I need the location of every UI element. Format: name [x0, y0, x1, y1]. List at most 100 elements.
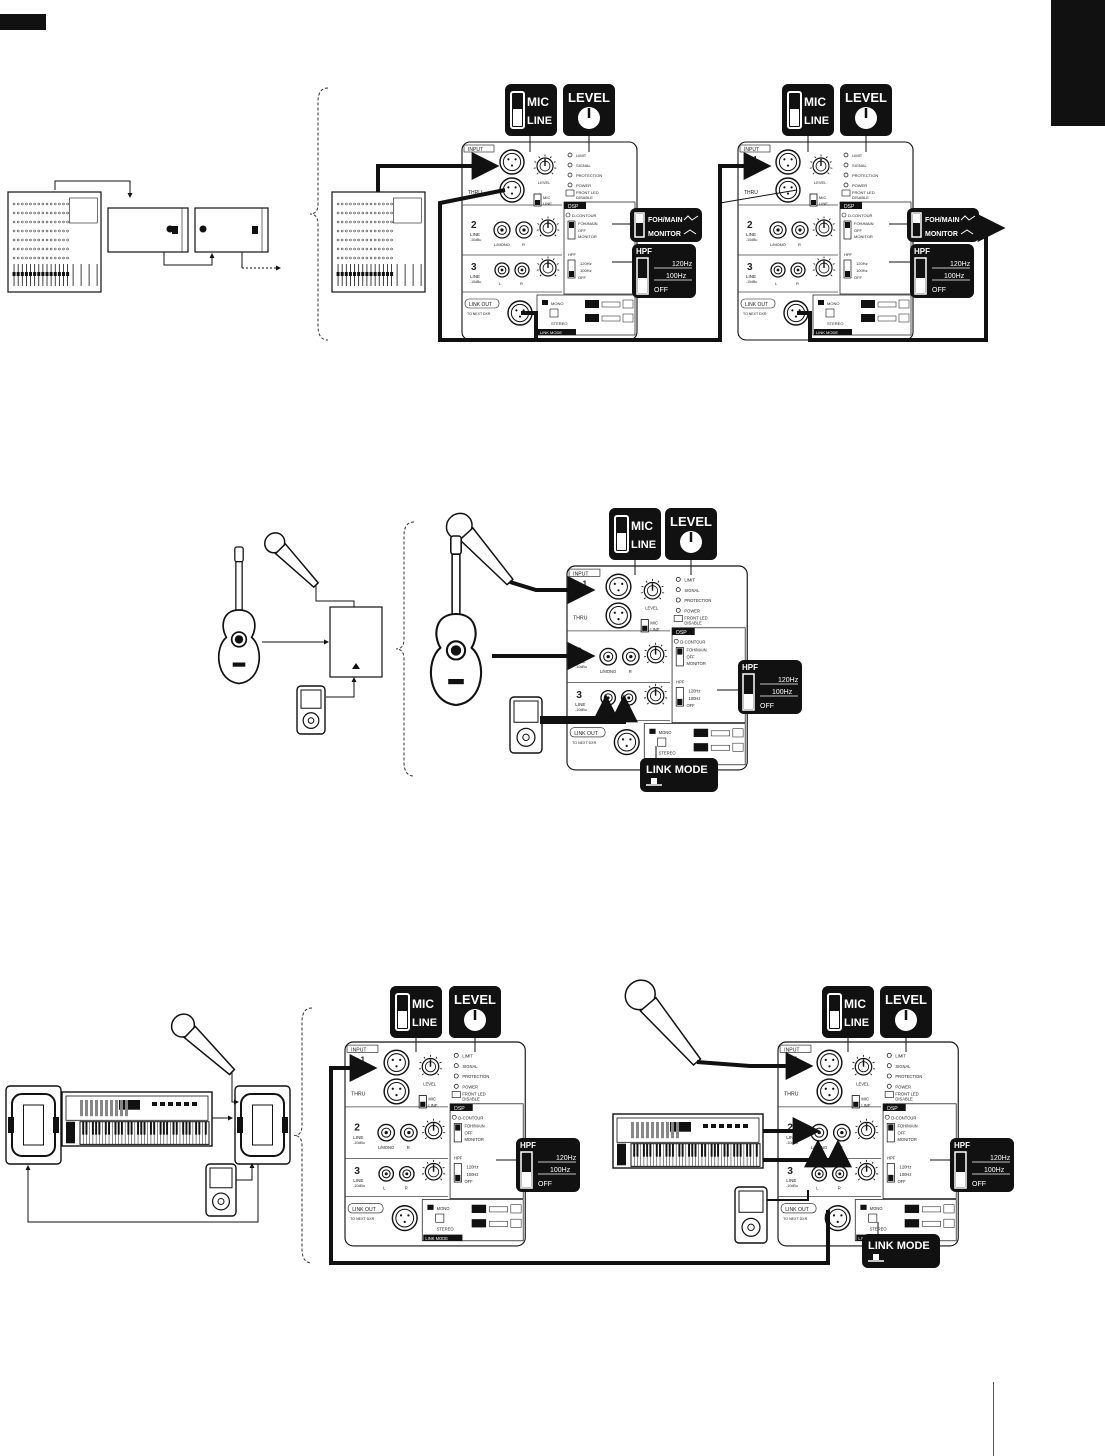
- jack-pin: [514, 158, 517, 161]
- callout-100-label: 100Hz: [944, 273, 965, 280]
- mixer-knob: [345, 229, 348, 233]
- mixer-knob: [369, 256, 373, 260]
- mixer-knob: [382, 220, 385, 224]
- panel-input-label: INPUT: [351, 1047, 367, 1053]
- panel-100-label: 100Hz: [900, 1172, 912, 1177]
- front-led-switch: [451, 1091, 461, 1098]
- speaker-body: [234, 1085, 291, 1165]
- mixer-knob: [365, 238, 369, 242]
- keyboard-slider: [636, 1122, 639, 1139]
- panel-ch3-line-label: LINE: [575, 702, 585, 707]
- mixer-knob: [345, 220, 348, 224]
- fader-cap: [365, 272, 369, 276]
- panel-disable-label: DISABLE: [576, 195, 593, 200]
- black-key: [733, 1143, 736, 1157]
- dsp-header: [672, 627, 695, 636]
- jack-pin: [613, 582, 616, 585]
- callout-foh-label: FOH/MAIN: [925, 217, 960, 224]
- callout-line-label: LINE: [844, 1017, 869, 1029]
- switch-frame: [911, 212, 922, 238]
- panel-disable-label: DISABLE: [462, 1097, 480, 1102]
- knob-tick: [857, 1137, 860, 1140]
- link-diagram-icon: [585, 300, 599, 308]
- mixer-knob: [353, 247, 356, 251]
- mixer-knob: [21, 229, 24, 233]
- mixer-knob: [62, 229, 65, 233]
- mixer-knob: [62, 220, 65, 224]
- black-key: [153, 1121, 156, 1135]
- panel-r-label: R: [798, 242, 801, 247]
- keyboard-slider: [85, 1100, 88, 1117]
- jack-hole: [500, 228, 504, 232]
- switch-knob: [617, 533, 626, 550]
- link-diagram-icon: [732, 728, 744, 738]
- knob-tick: [419, 1061, 422, 1064]
- keyboard-button: [711, 1124, 716, 1128]
- mixer-knob: [345, 247, 348, 251]
- callout-100-label: 100Hz: [550, 1167, 571, 1174]
- hpf-switch-knob: [845, 271, 850, 277]
- mixer-knob: [41, 211, 45, 215]
- mixer-knob: [49, 229, 53, 233]
- panel-ch3-label: 3: [747, 262, 753, 273]
- mixer-knob: [382, 238, 385, 242]
- knob-tick: [812, 172, 815, 175]
- callout-hpf-label: HPF: [954, 1141, 970, 1150]
- black-key: [655, 1143, 658, 1157]
- switch-knob: [956, 1172, 965, 1187]
- brace-icon: [309, 87, 329, 341]
- black-key: [713, 1143, 716, 1157]
- callout-off-label: OFF: [538, 1181, 552, 1188]
- status-led: [886, 1063, 892, 1069]
- mixer-knob: [377, 211, 381, 215]
- mixer-knob: [12, 247, 16, 251]
- jack-pin: [395, 1094, 398, 1097]
- panel-ch2-line-label: LINE: [575, 659, 585, 664]
- mic-line-callout: MIC LINE: [822, 986, 874, 1038]
- mixer-knob: [66, 220, 69, 224]
- fader-cap: [57, 272, 61, 276]
- panel-hpf-label: HPF: [844, 252, 853, 257]
- jack-pin: [629, 738, 632, 741]
- keyboard-button: [743, 1124, 748, 1128]
- callout-120-label: 120Hz: [990, 1155, 1011, 1162]
- mixer-knob: [386, 229, 389, 233]
- panel-l-mono-label: L/MONO: [494, 242, 510, 247]
- mixer-knob: [41, 202, 45, 206]
- mixer-knob: [382, 229, 385, 233]
- fader-cap: [33, 272, 37, 276]
- link-mode-header: [538, 329, 576, 335]
- panel-link-mode-label: LINK MODE: [425, 1236, 448, 1241]
- panel-monitor-label: MONITOR: [686, 661, 705, 666]
- jack-pin: [403, 1220, 406, 1223]
- panel-front-led-label: FRONT LED: [852, 190, 875, 195]
- switch-knob: [636, 214, 643, 223]
- link-diagram-icon: [710, 730, 730, 737]
- black-key: [188, 1121, 191, 1135]
- mixer-knob: [357, 211, 360, 215]
- knob-tick: [859, 1120, 862, 1123]
- link-out-header: [347, 1203, 384, 1214]
- ch3-level-knob: [536, 256, 560, 277]
- panel-mono-label: MONO: [551, 301, 563, 306]
- link-mode-switch: [868, 1213, 878, 1223]
- panel-stereo-label: STEREO: [827, 321, 843, 326]
- acoustic-guitar-icon: [218, 546, 260, 685]
- black-key: [749, 1143, 752, 1157]
- keyboard-slider: [80, 1100, 83, 1117]
- panel-off-label: OFF: [464, 1131, 473, 1136]
- connection-cable: [521, 311, 538, 340]
- fader-cap: [353, 272, 357, 276]
- mixer-knob: [373, 247, 377, 251]
- mixer-knob: [12, 202, 16, 206]
- fader-cap: [357, 272, 361, 276]
- black-key: [633, 1143, 636, 1157]
- panel-indicator-label: PROTECTION: [576, 173, 602, 178]
- hpf-switch: [675, 687, 684, 707]
- callout-mic-label: MIC: [844, 997, 866, 1011]
- panel-to-next-label: TO NEXT DXR: [572, 741, 596, 745]
- status-led: [567, 152, 573, 158]
- knob-tick: [659, 597, 662, 600]
- jack-pin: [824, 1058, 827, 1061]
- switch-frame: [954, 1151, 967, 1189]
